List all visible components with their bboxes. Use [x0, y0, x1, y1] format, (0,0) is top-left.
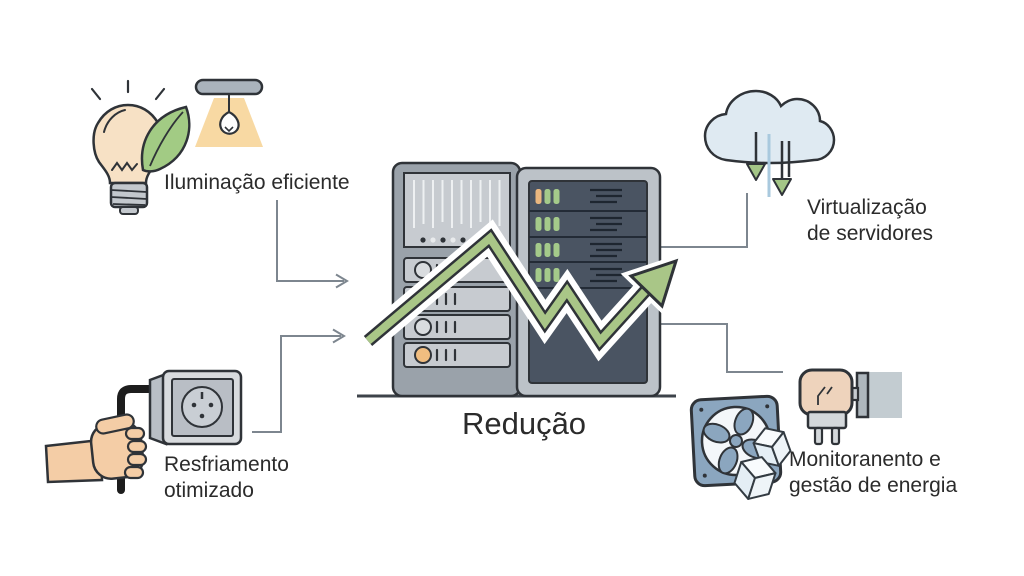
cloud-download-icon	[703, 89, 836, 197]
plug-body	[798, 368, 854, 417]
led-bars	[535, 189, 560, 282]
unit-text-lines	[590, 188, 622, 283]
power-outlet-icon	[148, 369, 243, 446]
lamp-bar	[194, 78, 264, 96]
fingers	[123, 426, 148, 480]
status-dots	[420, 237, 466, 243]
unit-dividers	[529, 210, 647, 289]
trend-arrow-icon	[359, 219, 685, 362]
arrowhead-right-icon	[332, 328, 346, 344]
ceiling-lamp-icon	[194, 78, 264, 147]
light-rays	[90, 79, 166, 101]
label-cooling-line1: Resfriamento	[164, 453, 289, 476]
label-reduction-text: Redução	[461, 406, 587, 441]
hand-unplugging-icon	[44, 385, 156, 494]
download-arrows	[746, 132, 792, 197]
cooling-fan-icon	[689, 394, 783, 488]
label-reduction: Redução	[404, 405, 644, 443]
eco-lightbulb-icon	[90, 79, 191, 215]
label-cooling-line2: otimizado	[164, 478, 254, 502]
label-monitoring: Monitoranento e gestão de energia	[789, 447, 957, 498]
drive-bays	[403, 257, 511, 368]
connector-lighting	[276, 200, 349, 289]
label-lighting: Iluminação eficiente	[164, 170, 350, 196]
label-cooling: Resfriamento otimizado	[164, 452, 289, 503]
connector-cooling	[252, 328, 346, 433]
plug-and-wall-icon	[798, 368, 902, 446]
label-virtualization-line1: Virtualização	[807, 196, 927, 219]
label-monitoring-line2: gestão de energia	[789, 473, 958, 497]
power-cable	[117, 385, 156, 494]
forearm	[44, 438, 104, 484]
label-virtualization-line2: de servidores	[807, 221, 934, 245]
connector-virtualization	[661, 193, 748, 248]
label-monitoring-line1: Monitoranento e	[789, 448, 941, 471]
thumb	[95, 413, 135, 435]
filament	[111, 161, 138, 172]
ice-cubes-icon	[733, 427, 792, 500]
wall	[868, 372, 902, 418]
arrowhead-right-icon	[335, 273, 349, 289]
plug-collar	[806, 410, 848, 430]
lamp-drop	[219, 110, 240, 135]
connector-monitoring	[661, 323, 783, 373]
vent-lines	[413, 180, 501, 228]
label-virtualization: Virtualização de servidores	[807, 195, 933, 246]
label-lighting-line1: Iluminação eficiente	[164, 171, 350, 194]
cloud	[703, 89, 836, 165]
